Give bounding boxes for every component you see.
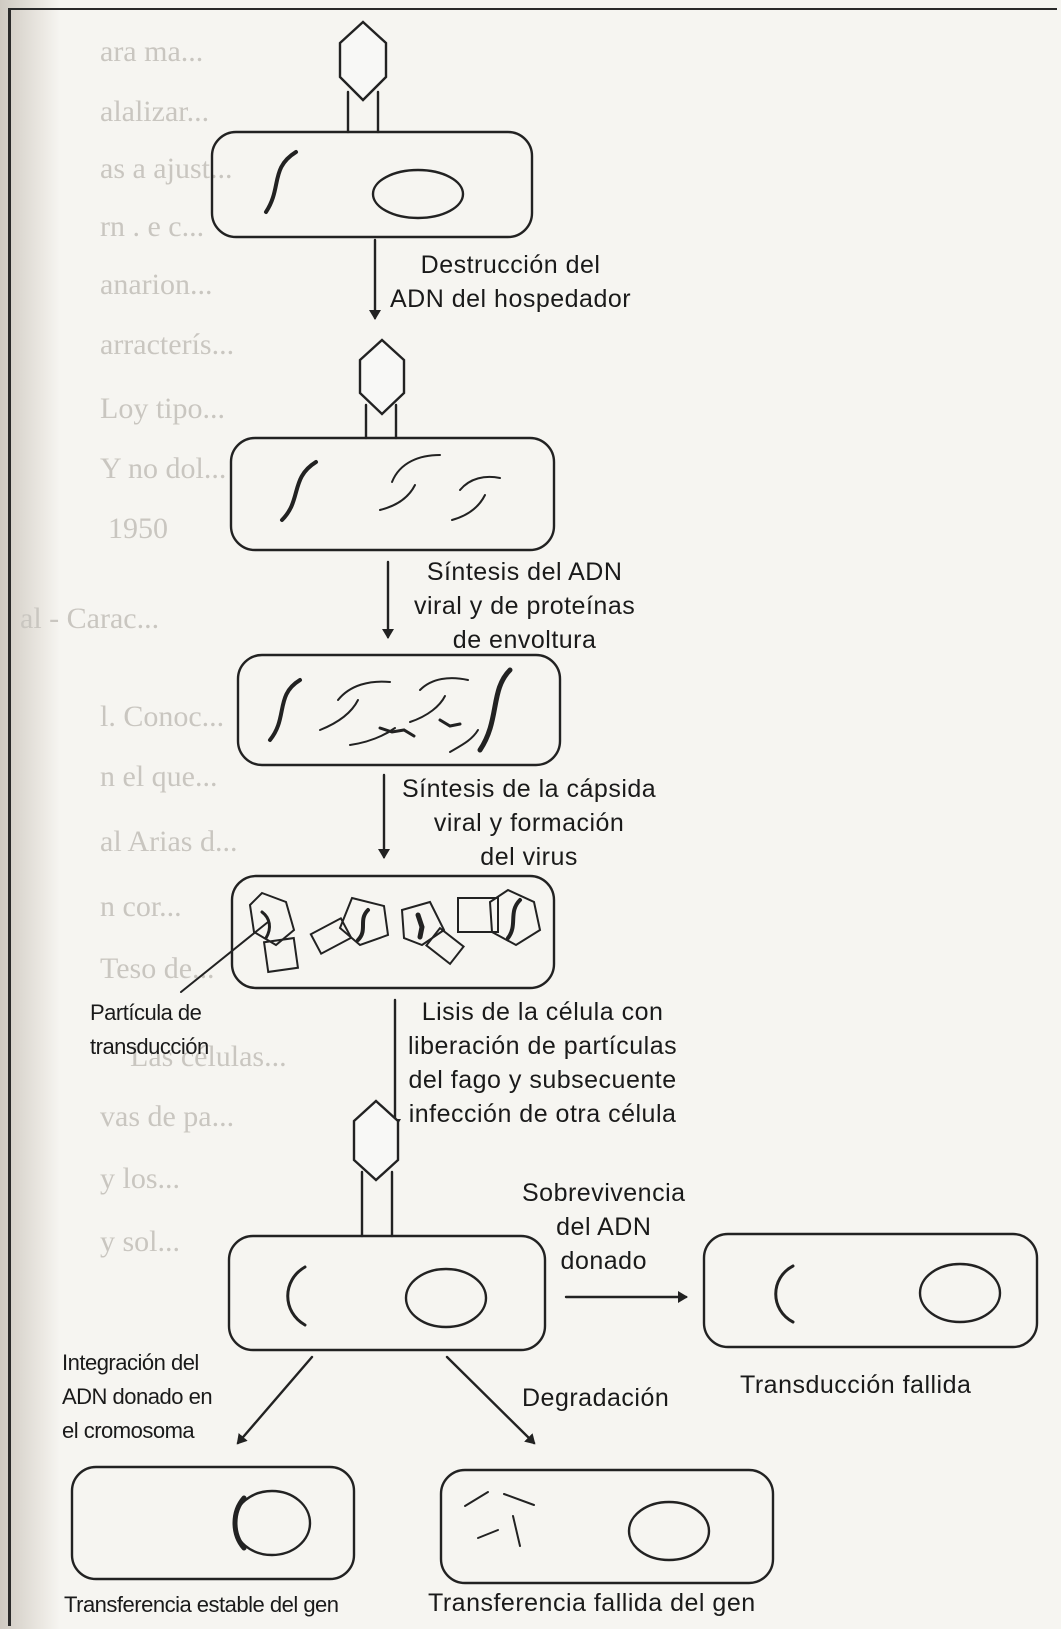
bleed-line: al - Carac...	[20, 602, 160, 635]
arrow-degradation	[445, 1355, 536, 1445]
label-survival-line2: del ADN	[556, 1213, 652, 1241]
label-step2-line1: Síntesis del ADN	[426, 558, 623, 586]
stage5-cell	[227, 1234, 547, 1352]
stage1-chromosome	[371, 168, 465, 220]
integrated-gene	[232, 1495, 247, 1551]
arrow-integration	[236, 1355, 314, 1445]
stage2-dna-fragments	[379, 454, 501, 521]
label-step2-line2: viral y de proteínas	[414, 592, 636, 620]
bleed-line: rn . e c...	[100, 210, 205, 243]
label-step3-line3: del virus	[480, 843, 578, 871]
failed-chromosome	[627, 1500, 711, 1562]
bleed-line: 1950	[108, 512, 168, 545]
stage5-donor-dna	[286, 1265, 307, 1327]
bleed-line: n cor...	[100, 890, 182, 923]
stage5-chromosome	[404, 1267, 488, 1329]
stage3-viral-dna	[268, 667, 513, 753]
bleed-line: Loy tipo...	[100, 392, 225, 425]
bleed-line: alalizar...	[100, 95, 210, 128]
label-step2-line3: de envoltura	[452, 626, 597, 654]
stage5-phage-icon	[352, 1099, 400, 1238]
label-step4-line3: del fago y subsecuente	[408, 1066, 677, 1094]
label-step1-line2: ADN del hospedador	[390, 285, 632, 313]
label-step1: Destrucción del ADN del hospedador	[390, 248, 631, 316]
stage2-cell	[229, 436, 556, 552]
label-integration: Integración del ADN donado en el cromoso…	[62, 1346, 213, 1448]
label-step3-line2: viral y formación	[433, 809, 625, 837]
abortive-cell	[702, 1232, 1039, 1349]
bleed-line: y los...	[100, 1162, 181, 1195]
stage3-cell	[236, 653, 562, 767]
stage4-new-phages	[248, 888, 542, 974]
stage1-phage-icon	[338, 20, 388, 134]
bleed-line: l. Conoc...	[100, 700, 225, 733]
bleed-line: al Arias d...	[100, 825, 238, 858]
bleed-line: Y no dol...	[100, 452, 227, 485]
label-integration-line1: Integración del	[62, 1350, 199, 1375]
label-step3: Síntesis de la cápsida viral y formación…	[402, 772, 656, 874]
bleed-line: anarion...	[100, 268, 213, 301]
label-particle-line2: transducción	[90, 1034, 209, 1059]
degraded-dna-fragments	[464, 1491, 535, 1547]
stage4-cell	[230, 874, 556, 990]
stage1-cell	[210, 130, 534, 239]
label-step4: Lisis de la célula con liberación de par…	[408, 995, 677, 1131]
bleed-line: vas de pa...	[100, 1100, 235, 1133]
label-step4-line4: infección de otra célula	[408, 1100, 677, 1128]
abortive-chromosome	[918, 1262, 1002, 1324]
label-failed-transduction: Transducción fallida	[740, 1371, 972, 1399]
bleed-line: n el que...	[100, 760, 218, 793]
bleed-line: arracterís...	[100, 328, 235, 361]
figure-frame	[8, 8, 1057, 1626]
stage1-dna-strand	[264, 150, 298, 214]
label-step2: Síntesis del ADN viral y de proteínas de…	[414, 555, 635, 657]
label-survival: Sobrevivencia del ADN donado	[522, 1176, 686, 1278]
label-step1-line1: Destrucción del	[420, 251, 601, 279]
bleed-line: y sol...	[100, 1225, 181, 1258]
bleed-line: as a ajust...	[100, 152, 233, 185]
label-stable-transfer: Transferencia estable del gen	[64, 1592, 339, 1617]
bleed-line: Las células...	[130, 1040, 287, 1073]
label-degradation: Degradación	[522, 1384, 670, 1412]
label-survival-line1: Sobrevivencia	[522, 1179, 686, 1207]
label-failed-transfer: Transferencia fallida del gen	[428, 1589, 756, 1617]
label-step4-line1: Lisis de la célula con	[421, 998, 664, 1026]
stage2-dna-strand	[280, 460, 318, 522]
particle-pointer-line	[180, 921, 269, 993]
label-survival-line3: donado	[560, 1247, 647, 1275]
label-step4-line2: liberación de partículas	[408, 1032, 678, 1060]
stage2-phage-icon	[358, 338, 406, 440]
label-integration-line2: ADN donado en	[62, 1384, 213, 1409]
label-integration-line3: el cromosoma	[62, 1418, 195, 1443]
abortive-donor-dna	[774, 1264, 795, 1324]
stable-chromosome	[232, 1489, 312, 1557]
label-particle-line1: Partícula de	[90, 1000, 202, 1025]
stable-cell	[70, 1465, 356, 1581]
label-step3-line1: Síntesis de la cápsida	[402, 775, 657, 803]
label-particle: Partícula de transducción	[90, 996, 209, 1064]
failed-cell	[439, 1468, 775, 1585]
bleed-line: ara ma...	[100, 35, 204, 68]
